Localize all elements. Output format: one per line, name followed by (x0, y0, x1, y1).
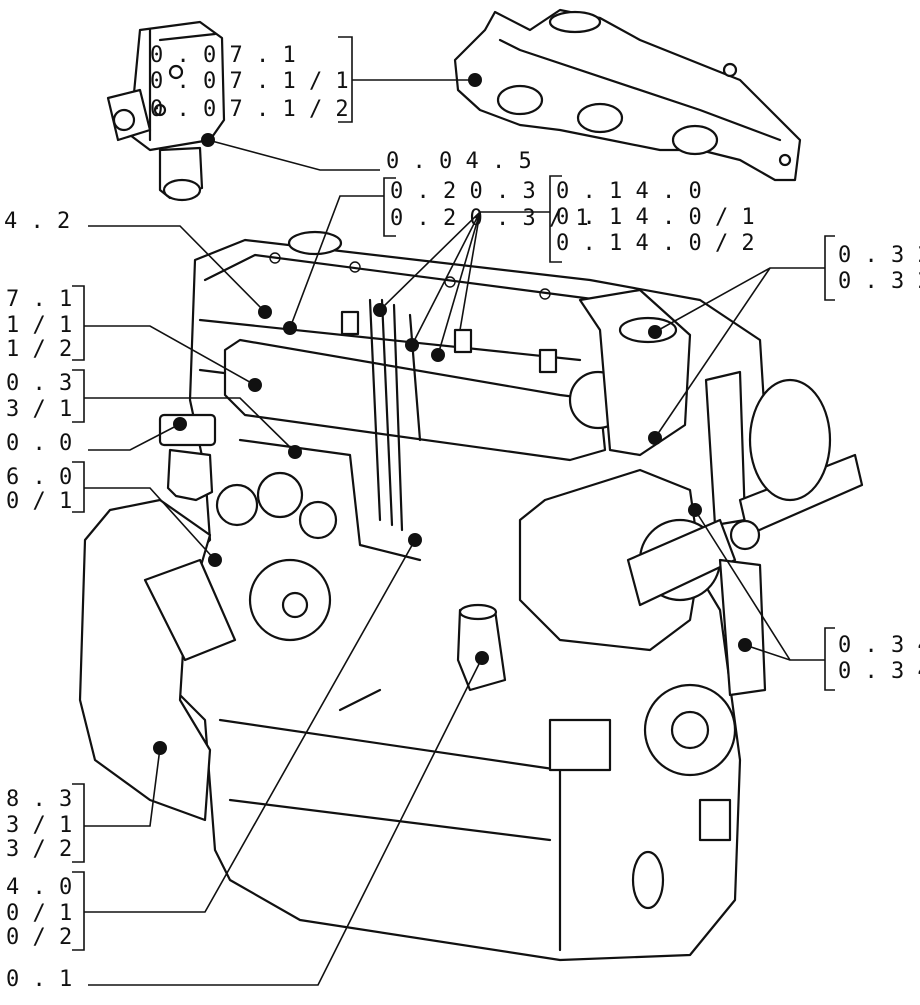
callout-label: 4 . 0 (6, 875, 72, 900)
water-manifold-part (453, 8, 802, 182)
callout-label: 3 / 1 (6, 813, 72, 838)
callout-dot (475, 651, 489, 665)
callout-label: 8 . 3 (6, 787, 72, 812)
callout-label: 0 . 3 4 (838, 659, 920, 684)
callout-label: 0 . 0 7 . 1 (150, 43, 296, 68)
callout-dot (288, 445, 302, 459)
callout-label: 0 . 0 7 . 1 / 1 (150, 69, 349, 94)
callout-dot (468, 73, 482, 87)
callout-label: 0 . 3 2 (838, 243, 920, 268)
callout-dot (648, 431, 662, 445)
callout-dot (431, 348, 445, 362)
callout-dot (248, 378, 262, 392)
callout-label: 0 . 1 4 . 0 (556, 179, 702, 204)
callout-label: 0 . 1 4 . 0 / 1 (556, 205, 755, 230)
callout-dot (201, 133, 215, 147)
callout-label: 0 . 3 2 (838, 269, 920, 294)
callout-label: 4 . 2 (4, 209, 70, 234)
callout-dot (153, 741, 167, 755)
callout-label: 0 . 0 4 . 5 (386, 149, 532, 174)
callout-dot (408, 533, 422, 547)
callout-dot (173, 417, 187, 431)
callout-label: 0 / 2 (6, 925, 72, 950)
callout-label: 0 / 1 (6, 901, 72, 926)
callout-label: 0 . 0 (6, 431, 72, 456)
engine-block-part (78, 230, 864, 962)
callout-label: 0 . 3 4 (838, 633, 920, 658)
callout-label: 0 . 2 0 . 3 (390, 179, 536, 204)
callout-label: 0 . 2 0 . 3 / 1 (390, 206, 589, 231)
callout-dot (648, 325, 662, 339)
thermostat-housing-part (106, 20, 226, 202)
callout-label: 0 . 0 7 . 1 / 2 (150, 97, 349, 122)
callout-label: 1 / 2 (6, 337, 72, 362)
callout-label: 0 . 3 (6, 371, 72, 396)
callout-dot (283, 321, 297, 335)
engine-line-art (78, 8, 864, 962)
callout-labels: 0 . 0 7 . 1 0 . 0 7 . 1 / 1 0 . 0 7 . 1 … (4, 43, 920, 992)
callout-label: 7 . 1 (6, 287, 72, 312)
leader-lines (72, 36, 835, 986)
callout-dot (405, 338, 419, 352)
callout-dot (208, 553, 222, 567)
callout-dot (373, 303, 387, 317)
callout-label: 0 . 1 4 . 0 / 2 (556, 231, 755, 256)
callout-label: 0 / 1 (6, 489, 72, 514)
callout-dot (688, 503, 702, 517)
callout-label: 3 / 1 (6, 397, 72, 422)
callout-dot (258, 305, 272, 319)
callout-label: 3 / 2 (6, 837, 72, 862)
callout-label: 0 . 1 (6, 967, 72, 992)
callout-label: 6 . 0 (6, 465, 72, 490)
callout-label: 1 / 1 (6, 313, 72, 338)
callout-dot (738, 638, 752, 652)
callout-dots (153, 73, 752, 755)
